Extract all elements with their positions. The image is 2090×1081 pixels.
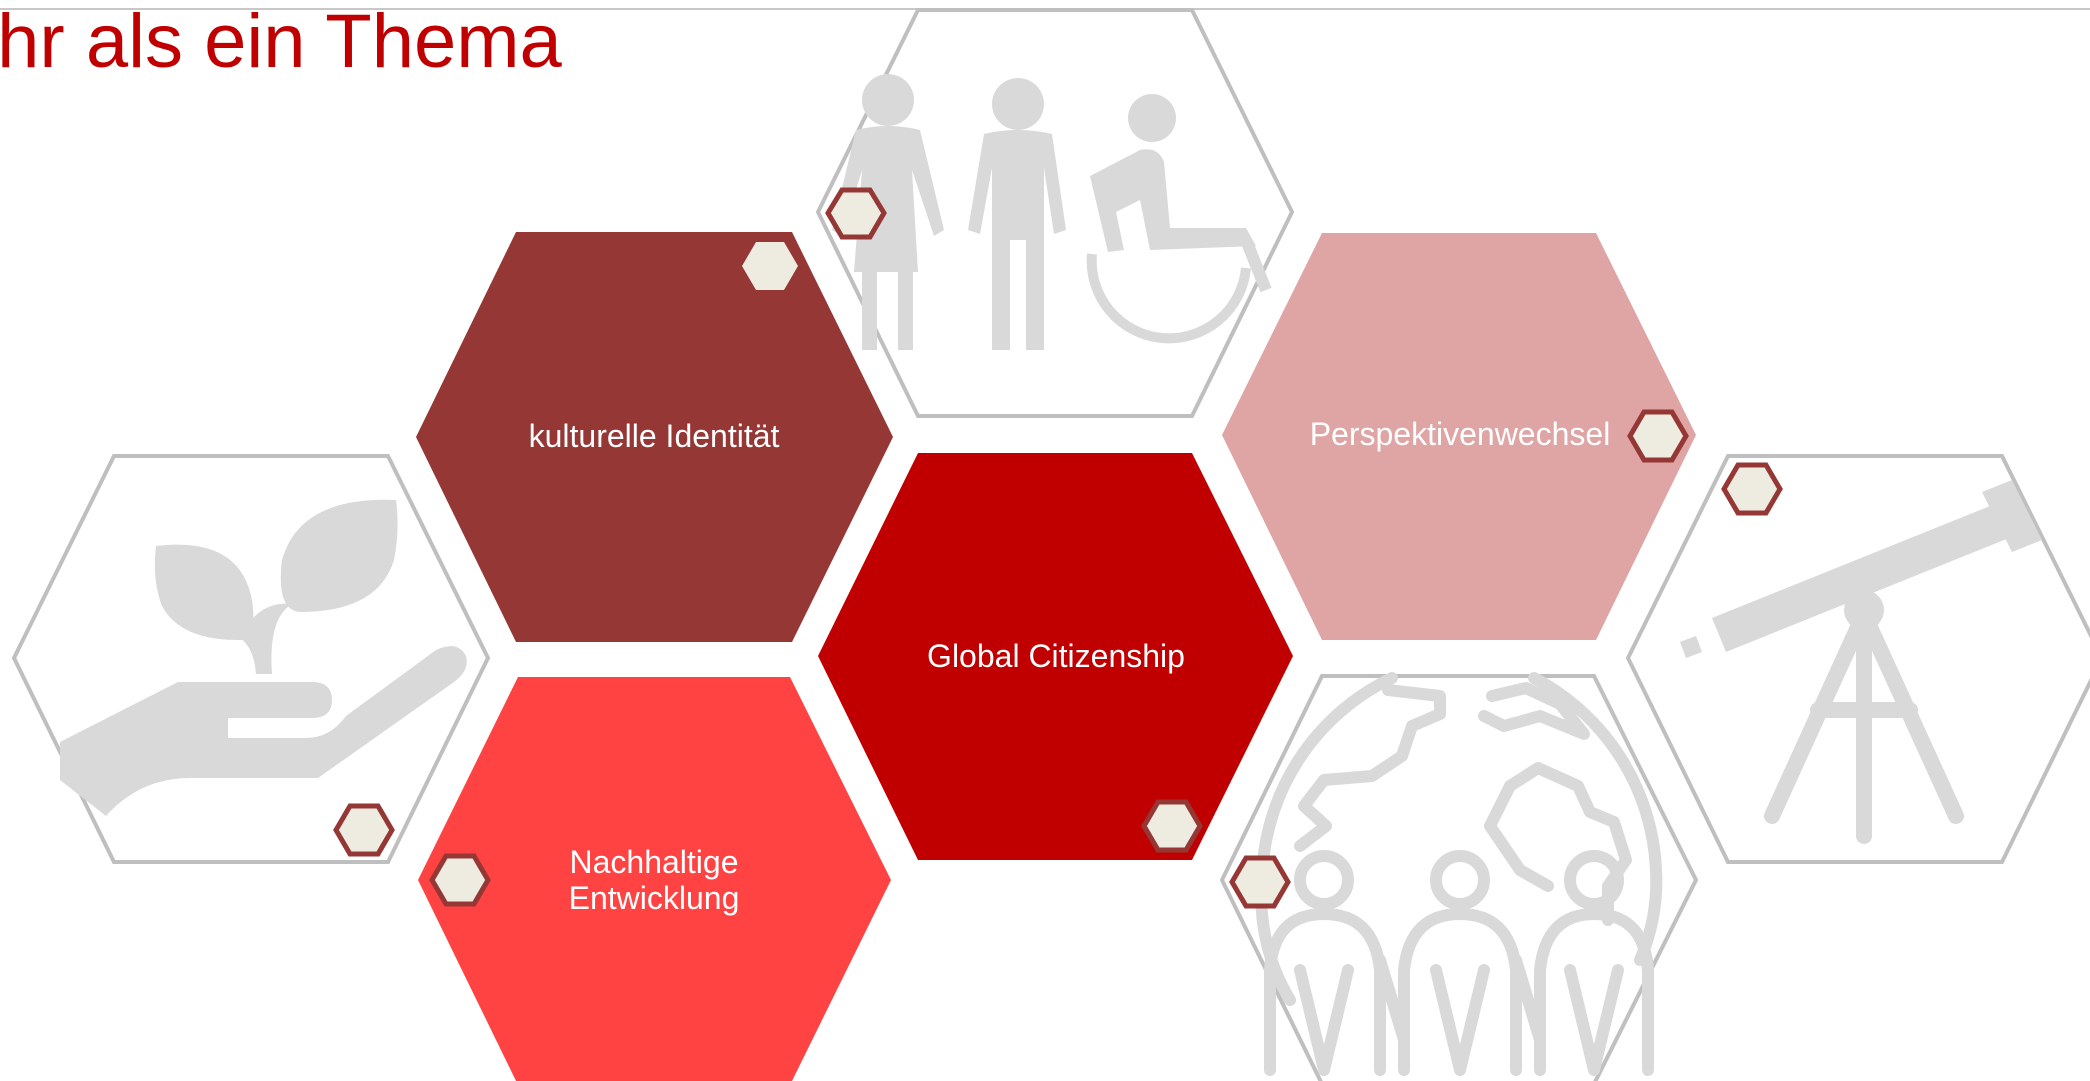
center-marker-icon (1141, 799, 1203, 853)
culture-label: kulturelle Identität (528, 418, 780, 454)
plant-marker-icon (333, 803, 395, 857)
plant-in-hand-icon (11, 454, 491, 864)
globe-marker-icon (1229, 855, 1291, 909)
culture-marker-icon (742, 242, 798, 290)
hexagon-perspective (1222, 233, 1696, 640)
sustainability-label-line1: Nachhaltige (569, 844, 739, 880)
telescope-icon (1625, 454, 2090, 864)
page-title: lehr als ein Thema (0, 0, 562, 84)
people-diversity-icon (815, 8, 1295, 418)
sustainability-label-line2: Entwicklung (568, 880, 740, 916)
sustainability-marker-icon (429, 853, 491, 907)
people-marker-icon (825, 187, 887, 240)
sustainability-label: Nachhaltige Entwicklung (478, 840, 830, 920)
hexagon-culture (416, 232, 893, 642)
telescope-marker-icon (1721, 462, 1783, 516)
perspective-marker-icon (1627, 409, 1689, 463)
globe-community-icon (1219, 672, 1699, 1081)
hexagon-sustainability (418, 677, 891, 1081)
global-citizenship-label: Global Citizenship (927, 638, 1185, 674)
perspective-label: Perspektivenwechsel (1309, 416, 1611, 452)
hexagon-global-citizenship (818, 453, 1293, 860)
